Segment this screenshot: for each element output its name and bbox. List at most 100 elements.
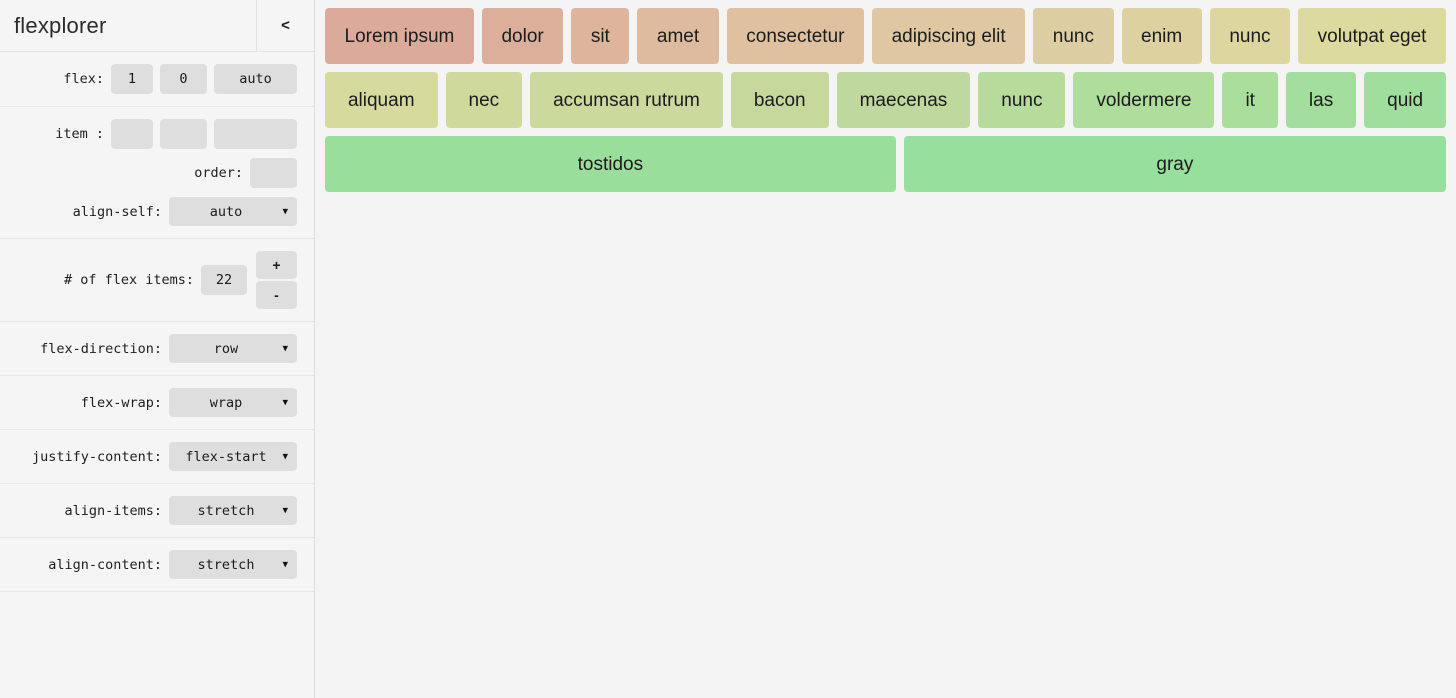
section-align-content: align-content: stretch▾	[0, 538, 314, 592]
section-item-properties: item : order: align-self: auto ▾	[0, 107, 314, 239]
flex-item-label: volutpat eget	[1317, 25, 1427, 47]
chevron-left-icon: <	[281, 17, 290, 34]
flex-item[interactable]: accumsan rutrum	[530, 72, 723, 128]
row-item-count: # of flex items: + -	[0, 251, 297, 309]
flex-wrap-label: flex-wrap:	[80, 394, 162, 411]
flex-item-label: quid	[1387, 89, 1424, 111]
sidebar: flexplorer < flex: item : order:	[0, 0, 315, 698]
section-item-count: # of flex items: + -	[0, 239, 314, 322]
flex-label: flex:	[63, 71, 104, 87]
flex-item-label: maecenas	[859, 89, 948, 111]
flex-item[interactable]: aliquam	[325, 72, 438, 128]
flex-item-label: amet	[656, 25, 700, 47]
order-input[interactable]	[250, 158, 297, 188]
flex-item-label: Lorem ipsum	[344, 25, 455, 47]
item-height-input[interactable]	[160, 119, 207, 149]
align-self-label: align-self:	[72, 203, 162, 220]
flex-item-label: accumsan rutrum	[553, 89, 700, 111]
align-items-label: align-items:	[64, 502, 162, 519]
flex-item-label: adipiscing elit	[891, 25, 1006, 47]
item-width-input[interactable]	[111, 119, 153, 149]
item-count-input[interactable]	[201, 265, 247, 295]
section-container-properties: flex-direction:row▾ flex-wrap: wrap▾ justif…	[0, 322, 314, 592]
sidebar-collapse-button[interactable]: <	[256, 0, 314, 52]
item-text-input[interactable]	[214, 119, 297, 149]
item-count-label: # of flex items:	[63, 272, 194, 288]
flex-item[interactable]: Lorem ipsum	[325, 8, 474, 64]
flex-item[interactable]: amet	[637, 8, 719, 64]
flex-item-label: nec	[468, 89, 500, 111]
section-flex-direction: flex-direction:row▾	[0, 322, 314, 376]
flex-wrap-select-wrap: wrap▾	[169, 388, 297, 417]
row-justify-content: justify-content: flex-start▾	[0, 442, 297, 471]
flex-item-label: nunc	[1229, 25, 1271, 47]
justify-content-select-wrap: flex-start▾	[169, 442, 297, 471]
flex-item[interactable]: nunc	[978, 72, 1066, 128]
flex-item-label: nunc	[1052, 25, 1094, 47]
flex-item[interactable]: gray	[903, 136, 1447, 192]
flex-item[interactable]: maecenas	[836, 72, 971, 128]
flex-direction-select-wrap: row▾	[169, 334, 297, 363]
row-flex-wrap: flex-wrap: wrap▾	[0, 388, 297, 417]
section-justify-content: justify-content: flex-start▾	[0, 430, 314, 484]
row-flex: flex:	[0, 64, 297, 94]
flex-item[interactable]: adipiscing elit	[872, 8, 1026, 64]
row-item: item :	[0, 119, 297, 149]
flex-item-label: nunc	[1001, 89, 1043, 111]
flex-item[interactable]: nunc	[1209, 8, 1291, 64]
row-align-content: align-content: stretch▾	[0, 550, 297, 579]
section-flex-shorthand: flex:	[0, 52, 314, 107]
flex-item-label: dolor	[501, 25, 544, 47]
flex-item-label: bacon	[753, 89, 806, 111]
flex-item[interactable]: consectetur	[726, 8, 865, 64]
flex-canvas: Lorem ipsum dolor sit amet consectetur adipis…	[315, 0, 1456, 698]
flex-grow-input[interactable]	[111, 64, 153, 94]
flex-item-label: enim	[1141, 25, 1183, 47]
align-content-select[interactable]: stretch	[169, 550, 297, 579]
flex-item[interactable]: it	[1222, 72, 1278, 128]
flex-item-label: sit	[590, 25, 610, 47]
flex-container: Lorem ipsum dolor sit amet consectetur adipis…	[321, 8, 1450, 200]
flex-item[interactable]: enim	[1121, 8, 1202, 64]
justify-content-label: justify-content:	[31, 448, 162, 465]
flex-item[interactable]: las	[1285, 72, 1357, 128]
row-order: order:	[0, 158, 297, 188]
flex-item[interactable]: nec	[445, 72, 523, 128]
flex-basis-input[interactable]	[214, 64, 297, 94]
align-self-select-wrap: auto ▾	[169, 197, 297, 226]
flex-item[interactable]: quid	[1364, 72, 1447, 128]
row-flex-direction: flex-direction:row▾	[0, 334, 297, 363]
flex-item-label: voldermere	[1096, 89, 1192, 111]
align-content-label: align-content:	[48, 556, 162, 573]
app-title: flexplorer	[14, 12, 107, 38]
flex-item[interactable]: voldermere	[1073, 72, 1215, 128]
order-label: order:	[194, 165, 243, 181]
flex-item-label: it	[1245, 89, 1255, 111]
flex-direction-select[interactable]: row	[169, 334, 297, 363]
row-align-self: align-self: auto ▾	[0, 197, 297, 226]
increment-button[interactable]: +	[256, 251, 297, 279]
flex-wrap-select[interactable]: wrap	[169, 388, 297, 417]
align-content-select-wrap: stretch▾	[169, 550, 297, 579]
row-align-items: align-items: stretch▾	[0, 496, 297, 525]
flex-item-label: tostidos	[577, 153, 644, 175]
section-flex-wrap: flex-wrap: wrap▾	[0, 376, 314, 430]
align-self-select[interactable]: auto	[169, 197, 297, 226]
item-label: item :	[55, 126, 104, 142]
flex-item[interactable]: dolor	[481, 8, 564, 64]
flex-item[interactable]: sit	[571, 8, 630, 64]
flex-item[interactable]: tostidos	[325, 136, 896, 192]
justify-content-select[interactable]: flex-start	[169, 442, 297, 471]
flex-item-label: gray	[1156, 153, 1194, 175]
item-count-stepper: + -	[256, 251, 297, 309]
flex-item[interactable]: nunc	[1033, 8, 1114, 64]
flex-item[interactable]: volutpat eget	[1298, 8, 1446, 64]
align-items-select[interactable]: stretch	[169, 496, 297, 525]
flex-item-label: aliquam	[347, 89, 415, 111]
align-items-select-wrap: stretch▾	[169, 496, 297, 525]
flex-item-label: consectetur	[746, 25, 845, 47]
flex-item[interactable]: bacon	[730, 72, 829, 128]
flex-shrink-input[interactable]	[160, 64, 207, 94]
decrement-button[interactable]: -	[256, 281, 297, 309]
